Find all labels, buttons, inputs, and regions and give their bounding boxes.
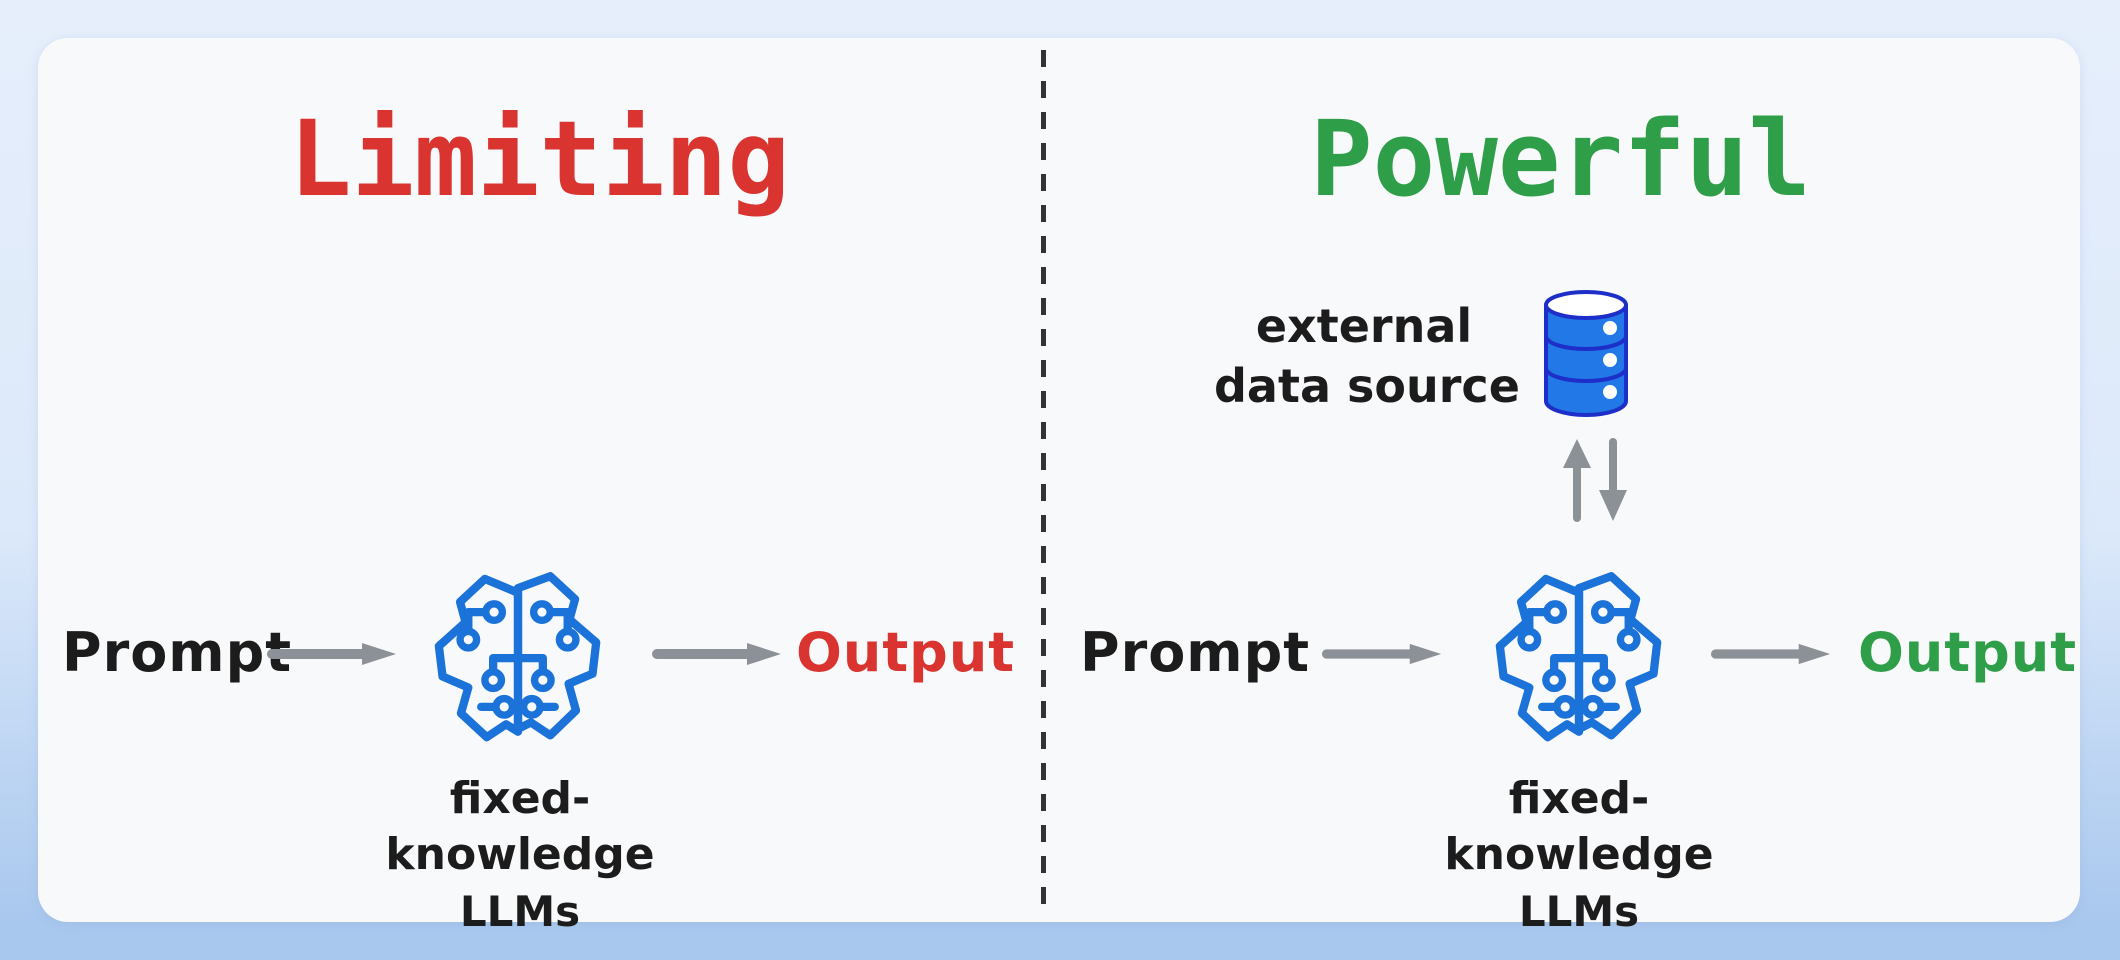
llm-label-left: fixed-knowledge LLMs	[324, 771, 716, 941]
database-icon	[1544, 290, 1628, 417]
output-label-right: Output	[1858, 621, 2078, 684]
external-label-line1: external	[1255, 299, 1473, 353]
arrow-right-icon	[1710, 643, 1831, 665]
powerful-title: Powerful	[1310, 98, 1811, 220]
external-data-source-label: external data source	[1214, 296, 1520, 416]
arrow-up-icon	[1563, 439, 1591, 522]
llm-label-line2: LLMs	[1518, 887, 1640, 936]
arrow-right-icon	[1321, 643, 1442, 665]
panel-card: Limiting Powerful Prompt Output fixed-kn…	[38, 38, 2080, 936]
llm-label-line2: LLMs	[459, 887, 581, 936]
limiting-title: Limiting	[289, 98, 790, 220]
output-label-left: Output	[796, 621, 1016, 684]
brain-circuit-icon	[1495, 572, 1662, 742]
arrow-right-icon	[652, 643, 781, 665]
arrow-right-icon	[267, 643, 396, 665]
external-label-line2: data source	[1214, 359, 1520, 413]
arrow-down-icon	[1599, 438, 1627, 521]
exchange-arrows	[1563, 438, 1627, 522]
prompt-label-right: Prompt	[1080, 621, 1311, 684]
dashed-divider-line	[1041, 50, 1046, 910]
prompt-label-left: Prompt	[62, 621, 293, 684]
llm-label-right: fixed-knowledge LLMs	[1383, 771, 1775, 941]
llm-label-line1: fixed-knowledge	[1444, 773, 1714, 880]
brain-circuit-icon	[434, 572, 601, 742]
llm-label-line1: fixed-knowledge	[385, 773, 655, 880]
